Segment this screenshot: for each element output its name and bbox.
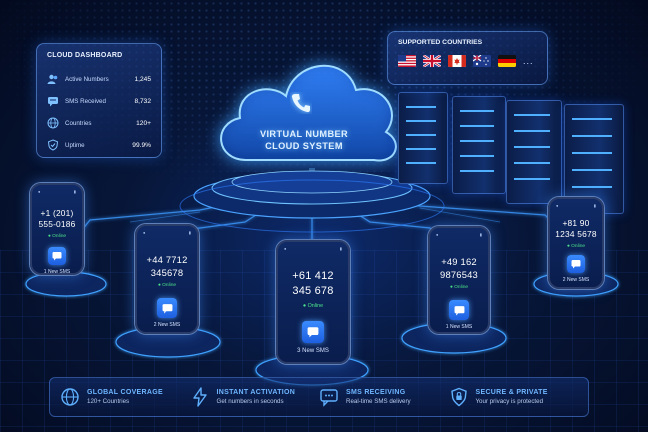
new-sms-count: 1 New SMS [43,269,71,275]
sms-message-icon [302,321,324,343]
online-label: Online [162,283,177,288]
phone-number-line2: 345 678 [292,285,334,297]
server-rack-1 [398,92,448,184]
shield-check-icon [47,139,59,151]
phone-status-bar: ●▮ [436,232,482,237]
stat-value: 99.9% [132,141,151,149]
countries-title: SUPPORTED COUNTRIES [398,39,483,46]
uk-flag-icon [423,55,441,67]
cloud-title-line1: VIRTUAL NUMBER [259,129,349,139]
globe-icon [47,117,59,129]
phone-number-line1: +44 7712 [146,254,188,265]
online-status: ● Online [47,234,67,239]
germany-flag-icon [498,55,516,67]
new-sms-count: 3 New SMS [297,348,329,354]
feature-secure-private: SECURE & PRIVATE Your privacy is protect… [449,387,579,407]
flag-list: ... [398,55,537,67]
feature-subtitle: 120+ Countries [87,398,130,405]
phone-number-line2: 9876543 [440,269,478,280]
cloud-shape [220,65,397,162]
stat-countries: Countries 120+ [47,112,151,134]
stat-value: 1,245 [134,75,151,83]
phone-number-line2: 1234 5678 [555,229,597,239]
online-label: Online [454,285,469,290]
phone-status-bar: ●▮ [556,203,596,208]
stat-label: SMS Received [65,97,106,105]
online-status: ● Online [302,303,324,309]
sms-message-icon [567,255,585,273]
stat-label: Active Numbers [65,75,109,83]
server-rack-3 [506,100,562,204]
lock-shield-icon [450,387,467,407]
globe-icon [61,388,79,406]
online-label: Online [307,303,324,309]
supported-countries-panel: SUPPORTED COUNTRIES ... [387,31,548,85]
phone-number-line1: +1 (201) [40,208,74,218]
phone-status-bar: ●▮ [143,230,191,235]
australia-flag-icon [473,55,491,67]
phone-de: ●▮ +49 162 9876543 ● Online 1 New SMS [428,226,490,334]
us-flag-icon [398,55,416,67]
phone-status-bar: ●▮ [284,246,342,251]
server-rack-2 [452,96,506,194]
feature-title: SMS RECEIVING [346,389,406,396]
cloud-title: VIRTUAL NUMBER CLOUD SYSTEM [222,128,386,152]
stat-label: Countries [65,119,92,127]
feature-subtitle: Your privacy is protected [475,398,544,405]
stat-uptime: Uptime 99.9% [47,134,151,156]
stat-label: Uptime [65,141,85,149]
feature-instant-activation: INSTANT ACTIVATION Get numbers in second… [190,387,320,407]
stat-value: 120+ [136,119,151,127]
feature-sms-receiving: SMS RECEIVING Real-time SMS delivery [319,387,449,407]
stat-value: 8,732 [134,97,151,105]
dashboard-title: CLOUD DASHBOARD [47,52,123,59]
stat-sms-received: SMS Received 8,732 [47,90,151,112]
more-countries-indicator: ... [523,56,534,66]
sms-message-icon [157,298,177,318]
sms-message-icon [48,247,66,265]
features-bar: GLOBAL COVERAGE 120+ Countries INSTANT A… [49,377,589,417]
message-icon [48,97,58,107]
feature-title: SECURE & PRIVATE [475,389,548,396]
feature-global-coverage: GLOBAL COVERAGE 120+ Countries [60,387,190,407]
new-sms-count: 2 New SMS [153,322,181,328]
phone-number-line1: +81 90 [562,218,590,228]
phone-handset-icon [291,94,310,113]
phone-number-line2: 345678 [150,267,184,278]
phone-status-bar: ●▮ [38,189,76,194]
online-status: ● Online [566,244,586,249]
cloud-dashboard-panel: CLOUD DASHBOARD Active Numbers 1,245 SMS… [36,43,162,158]
server-rack-4 [564,104,624,214]
phone-number-line1: +61 412 [292,270,334,282]
online-label: Online [52,234,67,239]
cloud-title-line2: CLOUD SYSTEM [265,141,343,151]
new-sms-count: 2 New SMS [562,277,590,283]
sms-message-icon [449,300,469,320]
server-lights [406,106,612,188]
stat-active-numbers: Active Numbers 1,245 [47,68,151,90]
users-icon [47,74,58,84]
lightning-icon [192,387,207,407]
feature-title: INSTANT ACTIVATION [216,389,296,396]
online-status: ● Online [449,285,469,290]
phone-au: ●▮ +61 412 345 678 ● Online 3 New SMS [276,240,350,364]
online-status: ● Online [157,283,177,288]
message-icon [320,389,338,407]
phone-uk: ●▮ +44 7712 345678 ● Online 2 New SMS [135,224,199,334]
feature-subtitle: Get numbers in seconds [216,398,284,405]
phone-jp: ●▮ +81 90 1234 5678 ● Online 2 New SMS [548,197,604,289]
phone-number-line1: +49 162 [441,256,477,267]
canada-flag-icon [448,55,466,67]
feature-title: GLOBAL COVERAGE [87,389,163,396]
feature-subtitle: Real-time SMS delivery [346,398,411,405]
phone-us: ●▮ +1 (201) 555-0186 ● Online 1 New SMS [30,183,84,275]
new-sms-count: 1 New SMS [445,324,473,330]
online-label: Online [571,244,586,249]
phone-number-line2: 555-0186 [38,219,76,229]
